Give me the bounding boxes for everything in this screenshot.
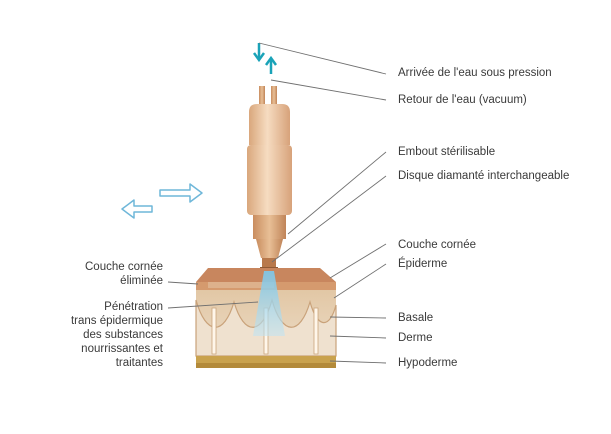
label-epidermis: Épiderme	[398, 258, 448, 270]
label-removed-horny-layer: Couche cornée éliminée	[85, 261, 163, 287]
movement-double-arrow-icon	[121, 183, 203, 219]
label-water-in: Arrivée de l'eau sous pression	[398, 67, 552, 79]
label-basal-layer: Basale	[398, 312, 434, 324]
water-out-arrow-icon	[264, 55, 278, 74]
label-water-return: Retour de l'eau (vacuum)	[398, 94, 527, 106]
label-sterilisable-tip: Embout stérilisable	[398, 146, 496, 158]
spray-cone	[253, 271, 285, 336]
label-penetration: Pénétration trans épidermique des substa…	[70, 301, 163, 369]
label-dermis: Derme	[398, 332, 433, 344]
label-horny-layer: Couche cornée	[398, 239, 476, 251]
water-in-arrow-icon	[252, 43, 266, 63]
leader-lines	[167, 42, 387, 364]
label-hypodermis: Hypoderme	[398, 357, 458, 369]
handpiece	[247, 86, 292, 271]
label-diamond-disc: Disque diamanté interchangeable	[398, 170, 570, 182]
